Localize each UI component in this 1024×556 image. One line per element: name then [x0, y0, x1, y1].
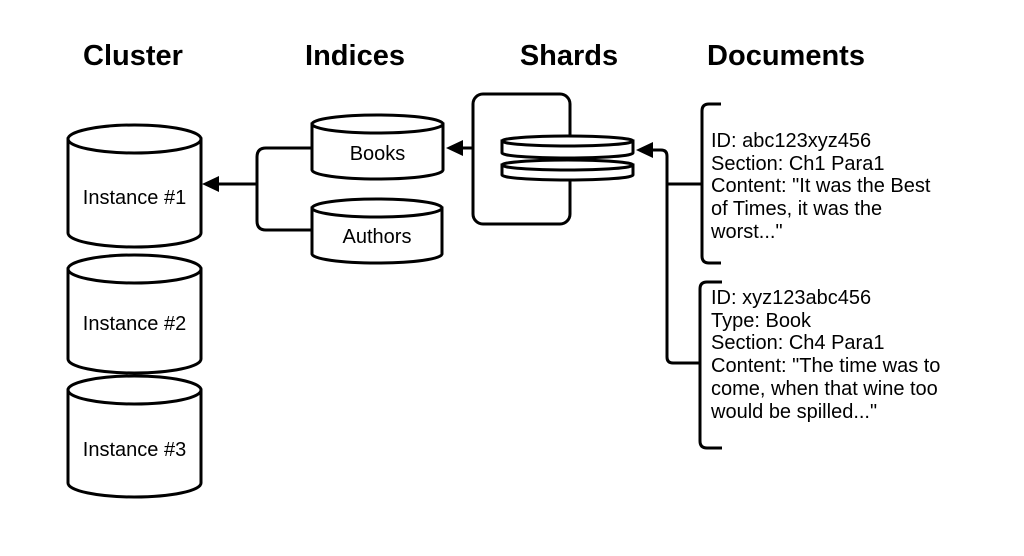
- indices-bracket-line: [255, 146, 312, 232]
- database-cylinder-authors: [310, 197, 444, 265]
- column-header-cluster: Cluster: [83, 40, 183, 72]
- cylinder-body: [66, 137, 203, 249]
- document-1-bracket: [700, 102, 721, 265]
- database-cylinder-books: [310, 113, 445, 181]
- database-cylinder-instance-3: [66, 374, 203, 499]
- disk-top: [500, 158, 635, 172]
- connector-indices-to-instance: [202, 146, 312, 232]
- arrow-left-icon: [636, 142, 653, 158]
- cylinder-body: [310, 206, 444, 265]
- document-2-text: ID: xyz123abc456 Type: Book Section: Ch4…: [711, 287, 941, 423]
- arrow-left-icon: [446, 140, 463, 156]
- cylinder-body: [66, 267, 203, 375]
- cylinder-top: [66, 374, 203, 406]
- shard-disk-2: [500, 158, 635, 182]
- index-authors-label: Authors: [342, 226, 412, 248]
- database-cylinder-instance-2: [66, 253, 203, 375]
- connector-shards-to-books: [446, 140, 473, 156]
- database-cylinder-instance-1: [66, 123, 203, 249]
- column-header-indices: Indices: [305, 40, 405, 72]
- document-2-bracket: [698, 280, 722, 450]
- cylinder-body: [66, 388, 203, 499]
- documents-trunk-line: [653, 148, 700, 365]
- index-books-label: Books: [349, 143, 406, 165]
- cylinder-top: [310, 113, 445, 135]
- column-header-shards: Shards: [519, 40, 619, 72]
- shard-disk-1: [500, 134, 635, 160]
- instance-3-label: Instance #3: [82, 439, 187, 461]
- cylinder-top: [310, 197, 444, 219]
- cylinder-body: [310, 122, 445, 181]
- cylinder-top: [66, 123, 203, 155]
- disk-top: [500, 134, 635, 148]
- column-header-documents: Documents: [707, 40, 865, 72]
- instance-2-label: Instance #2: [82, 313, 187, 335]
- arrow-left-icon: [202, 176, 219, 192]
- document-1-text: ID: abc123xyz456 Section: Ch1 Para1 Cont…: [711, 130, 931, 243]
- instance-1-label: Instance #1: [82, 187, 187, 209]
- cylinder-top: [66, 253, 203, 285]
- connector-documents-to-shards: [636, 142, 702, 365]
